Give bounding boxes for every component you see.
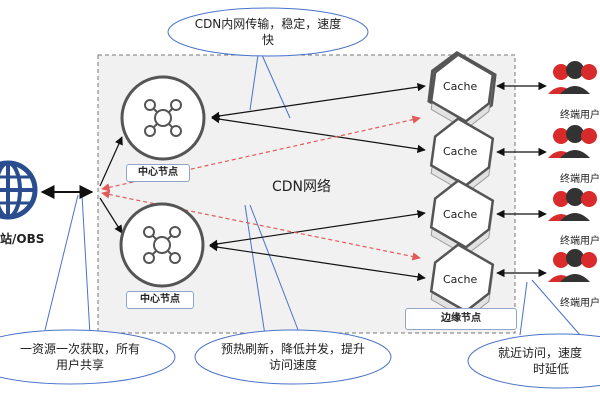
callout-center-line1: 预热刷新，降低并发，提升 [220,342,365,356]
cache-label: Cache [443,208,478,221]
cache-hexagon-icon [429,179,495,256]
user-group-icon [548,125,597,158]
cache-hexagon-icon [429,243,495,320]
callout-left-line2: 用户共享 [55,358,104,372]
callout-right-bubble [467,333,600,389]
edge-node-label: 边缘节点 [405,308,517,330]
cache-label: Cache [443,273,478,286]
user-label: 终端用户 [560,110,600,121]
callout-center-line2: 访问速度 [268,358,317,372]
callout-right-pointer [519,281,528,336]
callout-left-line1: 一资源一次获取，所有 [19,342,140,356]
dashed-link-cache2-origin [101,115,421,192]
center-node-label: 中心节点 [126,291,194,309]
center-node-icon [119,202,205,288]
center-node-label: 中心节点 [126,164,190,182]
callout-left-pointer [81,194,91,336]
user-label: 终端用户 [560,174,600,185]
center-node-icon [120,75,206,161]
callout-left-bubble [0,329,176,385]
callout-top-line2: 快 [261,33,274,47]
callout-right-line2: 时延低 [533,362,570,376]
callout-center-text: 预热刷新，降低并发，提升 访问速度 [203,341,383,373]
cache-label: Cache [443,80,478,93]
cache-label: Cache [443,145,478,158]
cdn-network-label: CDN网络 [272,179,332,195]
user-label: 终端用户 [560,236,600,247]
callout-right-text: 就近访问，速度 时延低 [498,345,600,377]
user-group-icon [548,249,597,282]
user-group-icon [548,188,597,221]
dashed-link-cache3-origin [101,190,421,261]
callout-right-line1: 就近访问，速度 [498,346,583,360]
callout-right-pointer [531,279,581,336]
user-label: 终端用户 [560,298,600,309]
link-center1-cache1 [211,82,426,121]
callout-left-text: 一资源一次获取，所有 用户共享 [0,341,160,373]
cache-hexagon-icon [427,50,497,130]
callout-left-pointer [44,194,79,331]
callout-top-text: CDN内网传输，稳定，速度 快 [178,16,358,48]
globe-icon [0,160,38,220]
callout-top-bubble [167,7,369,57]
callout-center-bubble [194,329,392,385]
origin-label: 站/OBS [0,232,45,246]
callout-top-line1: CDN内网传输，稳定，速度 [194,17,342,31]
user-group-icon [548,61,597,94]
